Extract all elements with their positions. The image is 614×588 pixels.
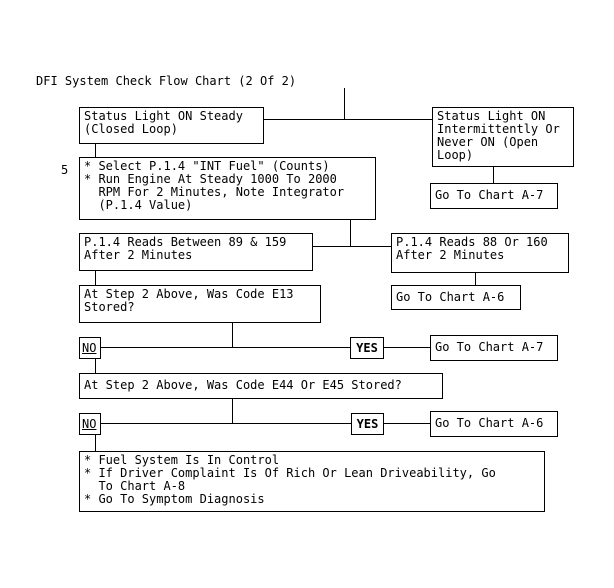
step-number: 5 <box>61 163 69 177</box>
reads-88-160-box: P.1.4 Reads 88 Or 160 After 2 Minutes <box>391 233 569 273</box>
code-e13-question-box: At Step 2 Above, Was Code E13 Stored? <box>79 285 321 323</box>
no-label-1: NO <box>79 337 101 359</box>
yes-label-1: YES <box>350 337 384 359</box>
goto-chart-a6-mid-box: Go To Chart A-6 <box>391 285 521 310</box>
goto-chart-a7-top-box: Go To Chart A-7 <box>430 183 558 209</box>
no-label-2: NO <box>79 413 101 435</box>
final-outcome-box: * Fuel System Is In Control * If Driver … <box>79 451 545 512</box>
page-title: DFI System Check Flow Chart (2 Of 2) <box>36 74 297 88</box>
reads-between-box: P.1.4 Reads Between 89 & 159 After 2 Min… <box>79 233 313 271</box>
status-intermittent-box: Status Light ON Intermittently Or Never … <box>432 107 574 167</box>
yes-label-2: YES <box>351 413 384 435</box>
select-instructions-box: * Select P.1.4 "INT Fuel" (Counts) * Run… <box>79 157 376 220</box>
status-steady-box: Status Light ON Steady (Closed Loop) <box>79 107 264 144</box>
goto-chart-a6-bottom-box: Go To Chart A-6 <box>430 411 558 437</box>
code-e44-e45-question-box: At Step 2 Above, Was Code E44 Or E45 Sto… <box>79 373 443 399</box>
goto-chart-a7-second-box: Go To Chart A-7 <box>430 335 558 361</box>
